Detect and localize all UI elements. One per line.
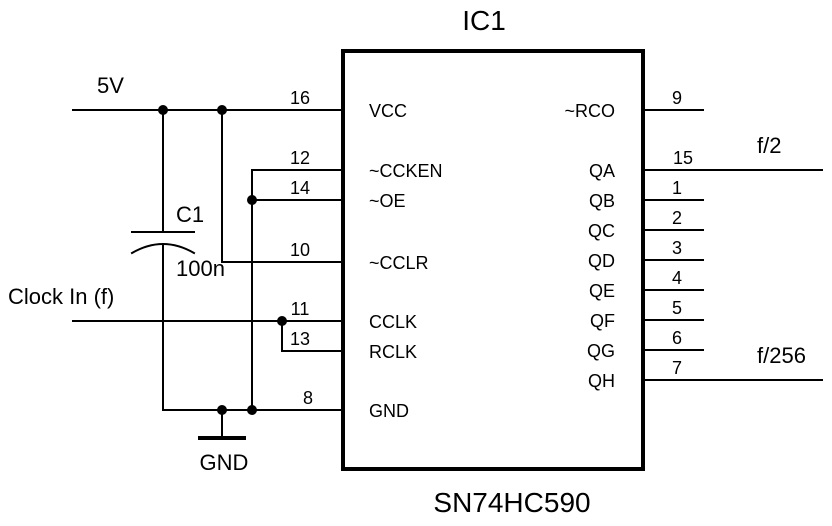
pin-number: 5	[672, 298, 682, 318]
pin-name: CCLK	[369, 312, 417, 332]
right-pin-wires	[642, 109, 823, 381]
pin-number: 6	[672, 328, 682, 348]
pin-number: 4	[672, 268, 682, 288]
pin-name: QE	[589, 281, 615, 301]
pin-name: QA	[589, 161, 615, 181]
net-label-f256: f/256	[757, 343, 806, 368]
pin-name: ~RCO	[564, 101, 615, 121]
pin-number: 8	[303, 388, 313, 408]
pin-number: 9	[672, 88, 682, 108]
pin-name: QD	[588, 251, 615, 271]
pin-number: 14	[290, 178, 310, 198]
pin-name: GND	[369, 401, 409, 421]
pin-name: VCC	[369, 101, 407, 121]
pin-name: QG	[587, 341, 615, 361]
pin-name: RCLK	[369, 342, 417, 362]
net-label-clock-in: Clock In (f)	[8, 284, 114, 309]
left-pin-wires	[221, 109, 344, 411]
net-label-f2: f/2	[757, 133, 781, 158]
ic-body	[341, 49, 645, 471]
pin-name: QH	[588, 371, 615, 391]
pin-number: 10	[290, 240, 310, 260]
ic-part-number: SN74HC590	[433, 487, 590, 518]
capacitor-value: 100n	[176, 256, 225, 281]
pin-number: 7	[672, 358, 682, 378]
pin-number: 11	[291, 299, 310, 319]
ic-ref: IC1	[462, 5, 506, 36]
pin-name: ~OE	[369, 191, 406, 211]
pin-number: 13	[290, 329, 310, 349]
net-label-5v: 5V	[97, 73, 124, 98]
pin-number: 3	[672, 238, 682, 258]
pin-name: QC	[588, 221, 615, 241]
pin-number: 16	[290, 88, 310, 108]
pin-number: 1	[672, 178, 682, 198]
capacitor-ref: C1	[176, 202, 204, 227]
pin-number: 2	[672, 208, 682, 228]
pin-number: 15	[673, 148, 693, 168]
pin-name: QB	[589, 191, 615, 211]
pin-name: ~CCKEN	[369, 161, 443, 181]
net-label-gnd: GND	[200, 450, 249, 475]
pin-name: ~CCLR	[369, 253, 429, 273]
pin-number: 12	[290, 148, 310, 168]
pin-name: QF	[590, 311, 615, 331]
junction-dots	[158, 105, 287, 415]
